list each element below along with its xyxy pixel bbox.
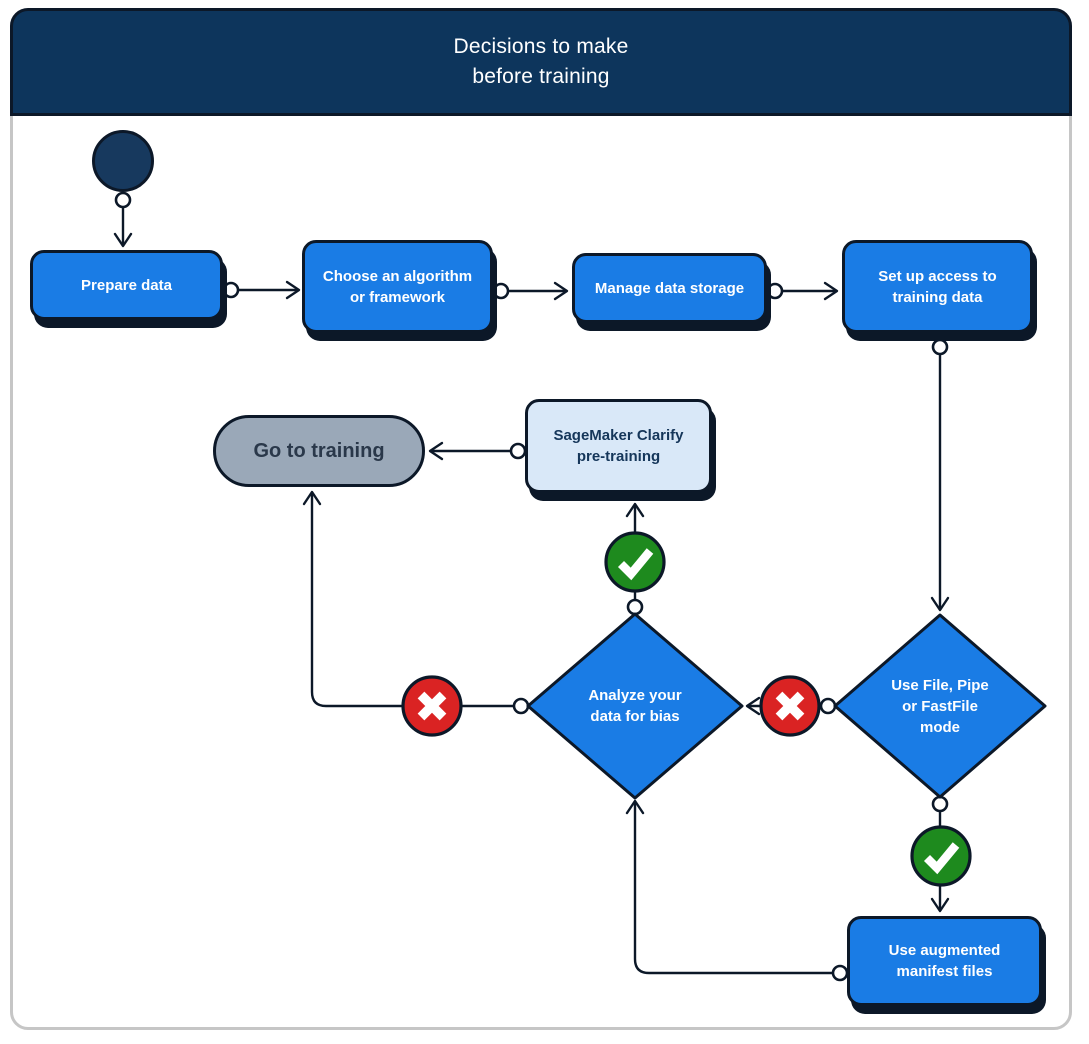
connector-port-dot xyxy=(114,191,132,209)
node-choose-algorithm: Choose an algorithm or framework xyxy=(302,240,493,333)
node-sagemaker-clarify: SageMaker Clarify pre-training xyxy=(525,399,712,493)
node-manage-data-storage: Manage data storage xyxy=(572,253,767,323)
connector-port-dot xyxy=(766,282,784,300)
edge-analyzebias-to-gototraining xyxy=(302,490,514,708)
decision-diamond-file-mode xyxy=(833,613,1047,799)
failure-cross-icon xyxy=(401,675,463,737)
start-node-icon xyxy=(92,130,154,192)
node-setup-access: Set up access to training data xyxy=(842,240,1033,333)
failure-cross-icon xyxy=(759,675,821,737)
edge-choose-to-manage xyxy=(508,281,569,301)
diagram-title: Decisions to make before training xyxy=(453,35,629,88)
connector-port-dot xyxy=(831,964,849,982)
edge-setup-to-filemode xyxy=(930,354,950,612)
node-go-to-training: Go to training xyxy=(213,415,425,487)
connector-port-dot xyxy=(931,795,949,813)
success-check-icon xyxy=(910,825,972,887)
edge-manage-to-setup xyxy=(782,281,839,301)
edge-clarify-to-gototraining xyxy=(428,441,511,461)
connector-port-dot xyxy=(819,697,837,715)
node-augmented-manifest: Use augmented manifest files xyxy=(847,916,1042,1006)
edge-prepare-to-choose xyxy=(238,280,301,300)
node-prepare-data: Prepare data xyxy=(30,250,223,320)
connector-port-dot xyxy=(931,338,949,356)
connector-port-dot xyxy=(509,442,527,460)
diagram-header: Decisions to make before training xyxy=(10,8,1072,116)
connector-port-dot xyxy=(492,282,510,300)
connector-port-dot xyxy=(512,697,530,715)
decision-diamond-analyze-bias xyxy=(526,612,744,800)
success-check-icon xyxy=(604,531,666,593)
connector-port-dot xyxy=(626,598,644,616)
edge-manifest-to-analyzebias xyxy=(625,799,833,975)
diagram-page-background xyxy=(10,8,1072,1030)
edge-start-to-prepare xyxy=(113,207,133,248)
connector-port-dot xyxy=(222,281,240,299)
